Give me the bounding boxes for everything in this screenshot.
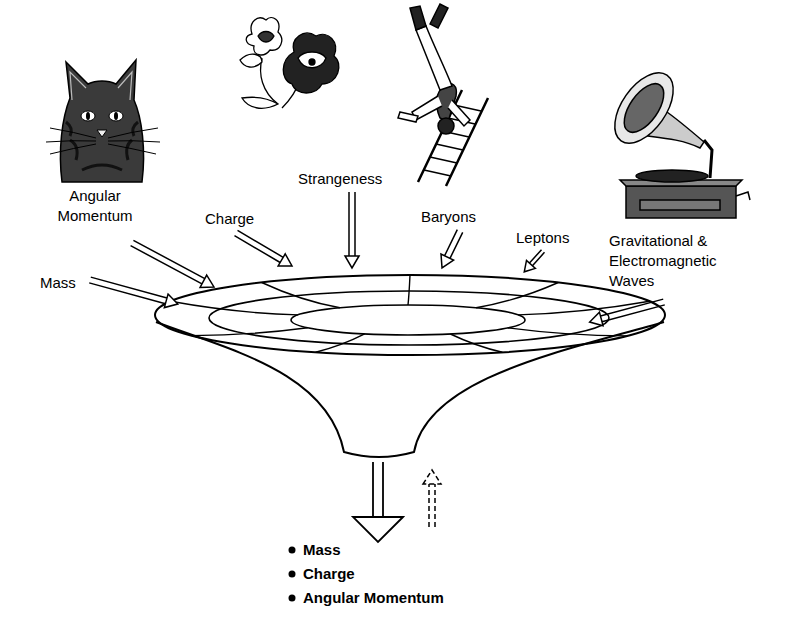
outer-ring	[155, 275, 665, 355]
charge-arrow	[232, 227, 295, 272]
bullets	[289, 547, 296, 602]
bullet	[289, 547, 296, 554]
force-label: Gravitational & Electromagnetic Waves	[609, 231, 744, 291]
inner-ring	[291, 305, 525, 335]
arrows	[88, 192, 666, 542]
grid-line	[316, 334, 365, 352]
baryons-arrow	[436, 228, 467, 271]
outgoing-arrow	[353, 462, 403, 542]
gramophone-picture	[603, 63, 750, 218]
outcome-label: Mass	[303, 540, 341, 560]
outcome-label: Charge	[303, 564, 355, 584]
grid-line	[262, 283, 340, 308]
dashed-arrow	[423, 470, 441, 527]
force-label: Angular Momentum	[45, 186, 145, 226]
acrobats-picture	[398, 4, 488, 186]
leptons-arrow	[520, 247, 548, 276]
cat-picture	[46, 60, 160, 182]
force-label: Baryons	[421, 207, 476, 227]
funnel-body	[156, 322, 664, 457]
force-label: Strangeness	[298, 169, 382, 189]
funnel-grid	[171, 275, 650, 352]
angular-momentum-arrow	[129, 237, 218, 293]
funnel	[155, 275, 665, 457]
flower-picture	[240, 18, 339, 109]
grid-line	[508, 328, 628, 336]
bullet	[289, 571, 296, 578]
grid-line	[408, 275, 410, 305]
grid-line	[450, 334, 502, 352]
force-label: Leptons	[516, 228, 569, 248]
grid-line	[171, 301, 299, 315]
grid-line	[192, 328, 308, 336]
force-label: Charge	[205, 209, 254, 229]
waves-arrow	[588, 295, 666, 329]
mass-arrow	[88, 273, 179, 311]
force-label: Mass	[40, 273, 76, 293]
outcome-label: Angular Momentum	[303, 588, 444, 608]
bullet	[289, 595, 296, 602]
strangeness-arrow	[345, 192, 359, 268]
grid-line	[476, 283, 558, 308]
